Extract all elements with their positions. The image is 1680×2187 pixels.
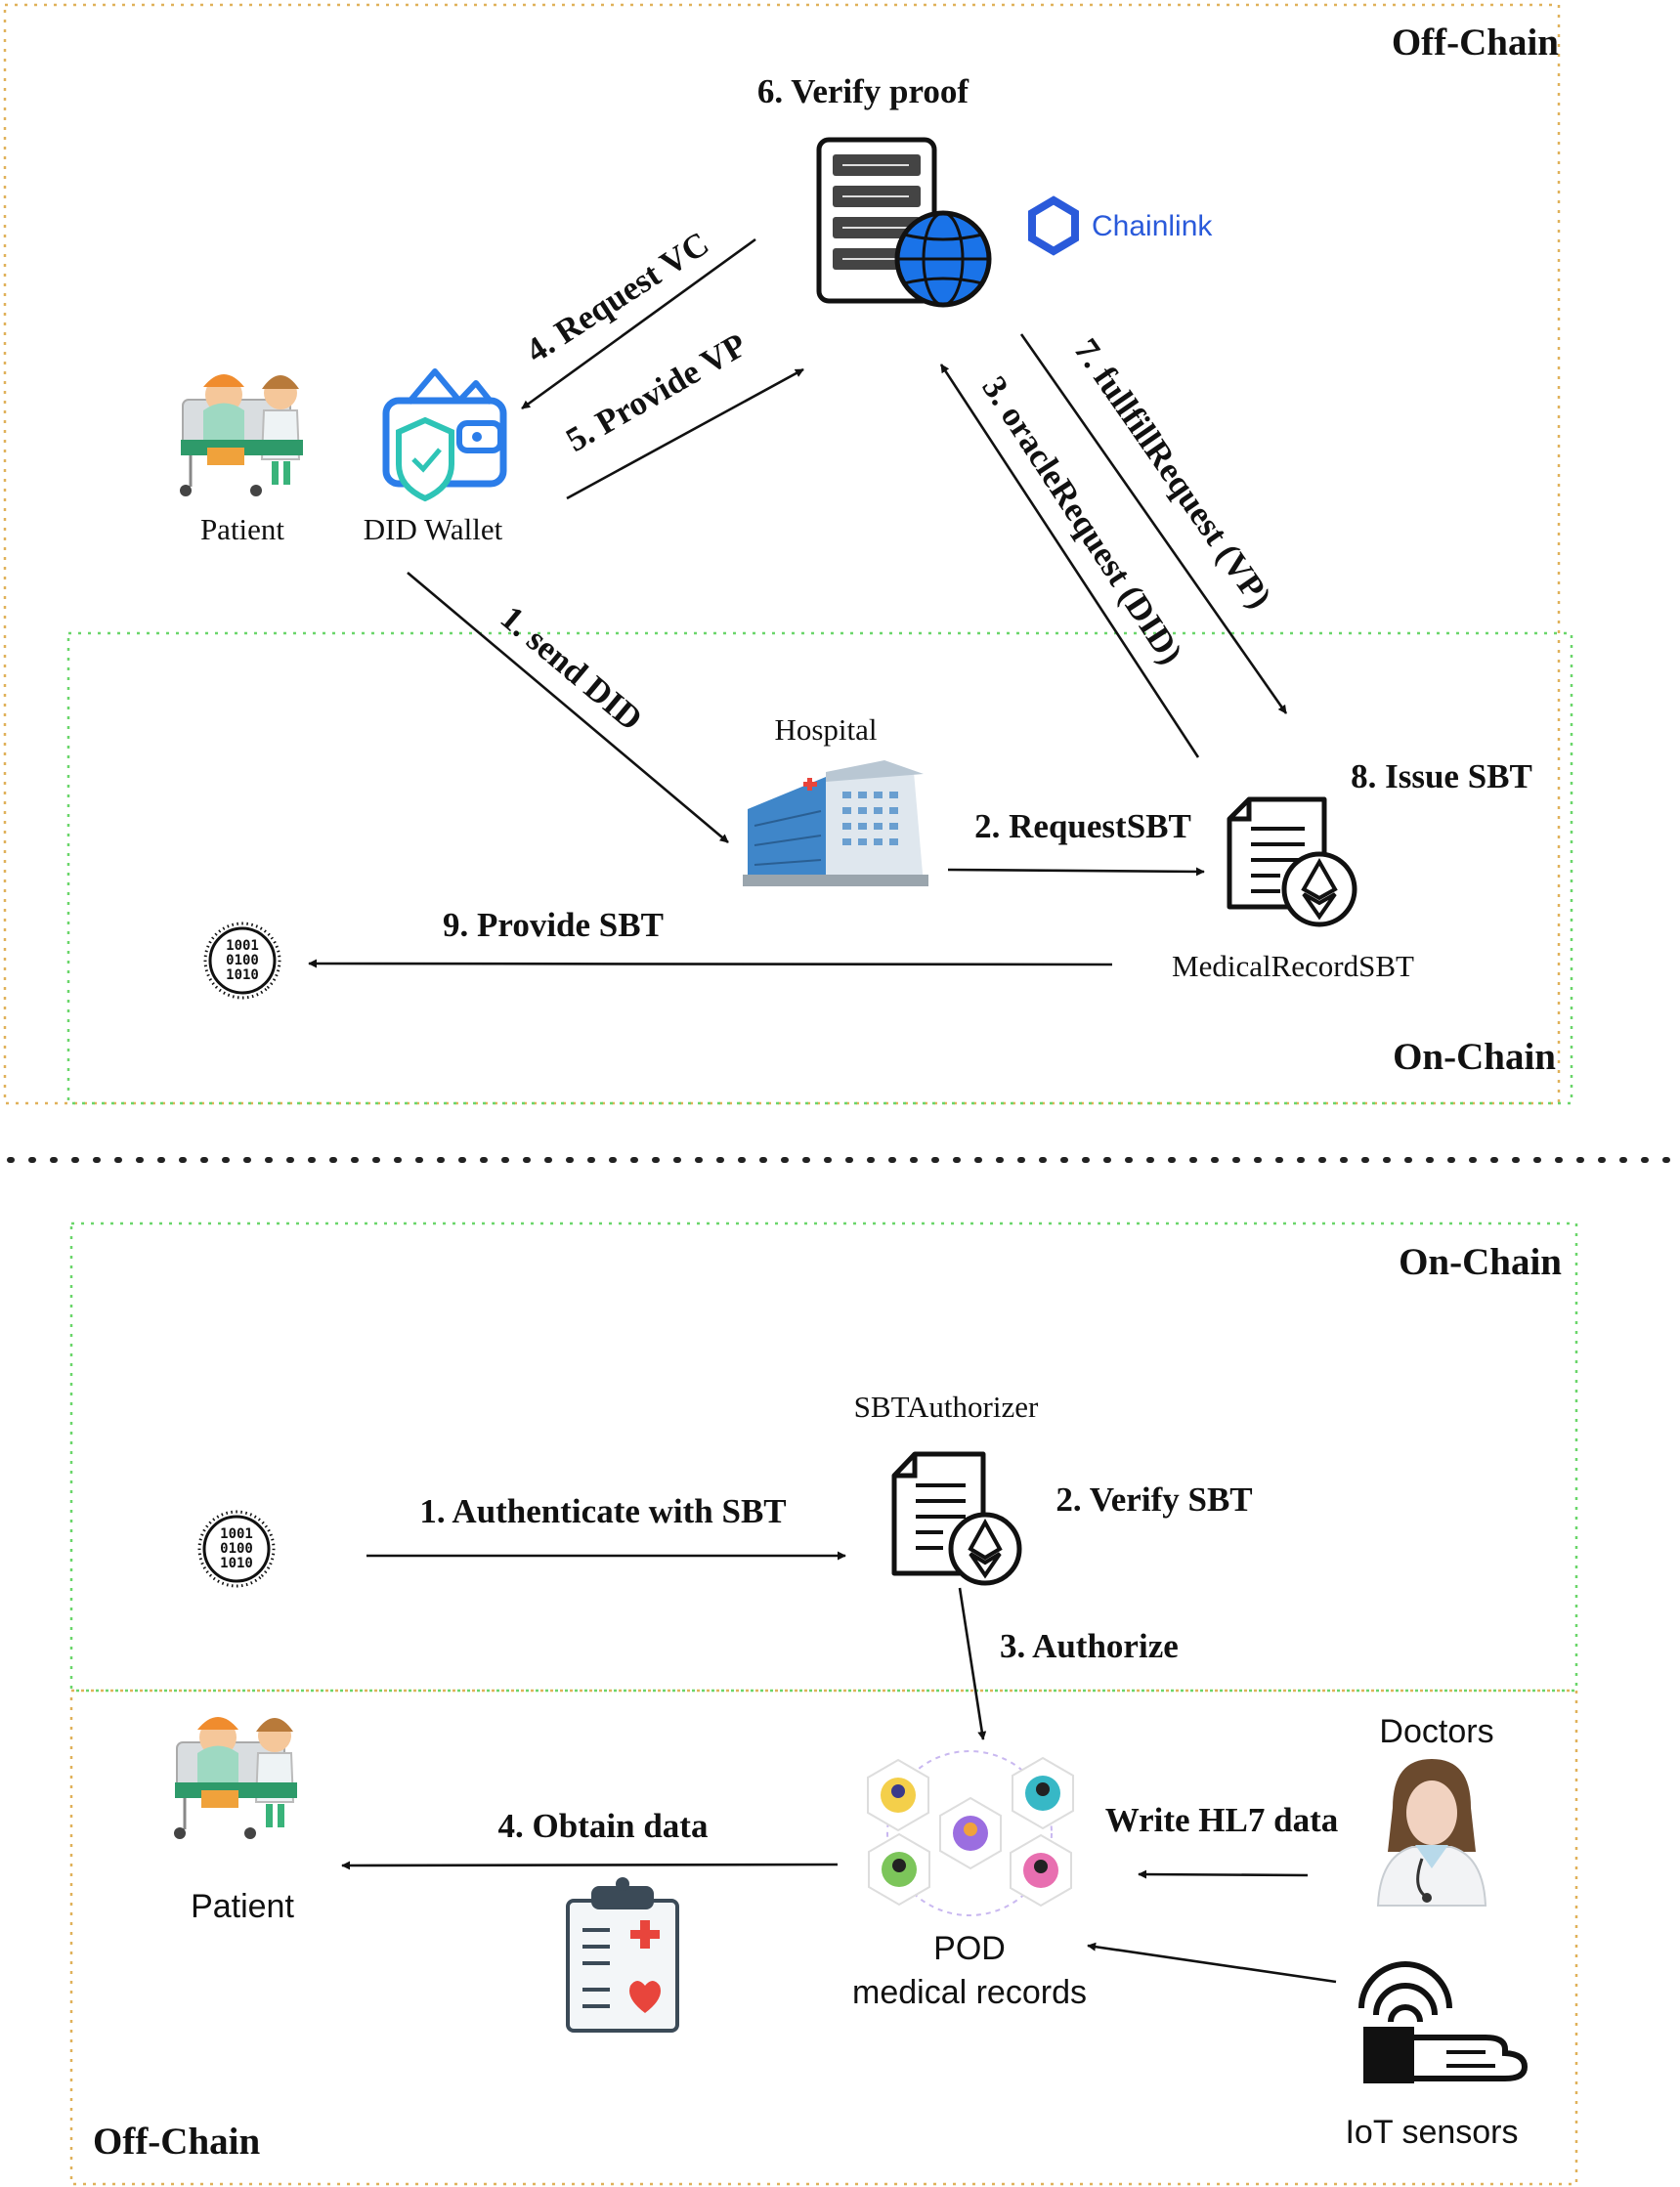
authorize-arrow	[958, 1587, 987, 1740]
top-token-bits-2: 0100	[226, 953, 259, 968]
pod-network-icon	[867, 1750, 1074, 1916]
medical-record-sbt-icon	[1227, 796, 1357, 927]
hospital-label: Hospital	[774, 712, 877, 747]
oracle-request-arrow	[939, 364, 1200, 758]
doctor-icon	[1376, 1759, 1487, 1907]
bottom-token-bits-3: 1010	[220, 1556, 253, 1571]
did-wallet-icon	[382, 368, 507, 502]
send-did-label: 1. send DID	[494, 598, 650, 738]
bottom-token-bits-1: 1001	[220, 1526, 253, 1542]
request-sbt-label: 2. RequestSBT	[974, 807, 1191, 845]
server-globe-icon	[816, 137, 992, 308]
send-did-arrow	[407, 572, 729, 843]
patient-doctor-icon	[180, 374, 303, 496]
oracle-request-label: 3. oracleRequest (DID)	[974, 369, 1190, 670]
provide-vp-arrow	[566, 367, 804, 500]
bottom-sbt-token-icon: 1001 0100 1010	[182, 1494, 291, 1604]
pod-label-line2: medical records	[852, 1974, 1087, 2011]
top-onchain-label: On-Chain	[1393, 1036, 1556, 1078]
authorize-label: 3. Authorize	[1000, 1627, 1179, 1665]
iot-sensor-icon	[1358, 1961, 1529, 2083]
medical-record-sbt-label: MedicalRecordSBT	[1172, 949, 1414, 983]
request-sbt-arrow	[947, 867, 1205, 877]
request-vc-label: 4. Request VC	[519, 224, 715, 369]
chainlink-label: Chainlink	[1092, 210, 1213, 242]
bottom-token-bits-2: 0100	[220, 1541, 253, 1557]
medical-clipboard-icon	[566, 1877, 679, 2033]
provide-sbt-label: 9. Provide SBT	[443, 906, 664, 944]
authenticate-label: 1. Authenticate with SBT	[419, 1492, 786, 1530]
bottom-onchain-label: On-Chain	[1399, 1241, 1562, 1283]
iot-sensors-label: IoT sensors	[1345, 2114, 1518, 2151]
write-hl7-label: Write HL7 data	[1105, 1801, 1339, 1839]
pod-node	[939, 1796, 1002, 1870]
chainlink-logo: Chainlink	[1028, 195, 1213, 256]
pod-label-line1: POD	[933, 1930, 1006, 1967]
bottom-patient-doctor-icon	[174, 1717, 297, 1839]
bottom-onchain-zone	[69, 1222, 1578, 1693]
obtain-data-label: 4. Obtain data	[498, 1807, 709, 1845]
bottom-patient-label: Patient	[191, 1888, 294, 1925]
top-token-bits-3: 1010	[226, 967, 259, 983]
issue-sbt-label: 8. Issue SBT	[1351, 757, 1532, 795]
top-offchain-zone	[3, 3, 1561, 1105]
provide-sbt-arrow	[308, 959, 1113, 968]
sbt-authorizer-label: SBTAuthorizer	[854, 1390, 1039, 1424]
pod-node	[1010, 1833, 1072, 1908]
verify-sbt-label: 2. Verify SBT	[1055, 1480, 1252, 1519]
pod-node	[1012, 1756, 1074, 1830]
verify-proof-label: 6. Verify proof	[757, 72, 969, 110]
iot-arrow	[1087, 1942, 1337, 1984]
hospital-building-icon	[743, 760, 928, 886]
write-hl7-arrow	[1138, 1869, 1309, 1879]
request-vc-arrow	[521, 237, 756, 410]
did-wallet-label: DID Wallet	[364, 512, 503, 546]
bottom-offchain-label: Off-Chain	[93, 2121, 260, 2163]
bottom-offchain-zone	[69, 1689, 1578, 2186]
top-offchain-label: Off-Chain	[1392, 21, 1559, 64]
top-token-bits-1: 1001	[226, 938, 259, 954]
sbt-authorizer-icon	[891, 1451, 1022, 1586]
doctors-label: Doctors	[1379, 1713, 1493, 1750]
fulfill-request-arrow	[1019, 333, 1288, 714]
top-patient-label: Patient	[200, 512, 284, 546]
top-sbt-token-icon: 1001 0100 1010	[188, 906, 297, 1015]
pod-node	[868, 1832, 930, 1907]
pod-node	[867, 1758, 929, 1832]
provide-vp-label: 5. Provide VP	[560, 325, 754, 459]
